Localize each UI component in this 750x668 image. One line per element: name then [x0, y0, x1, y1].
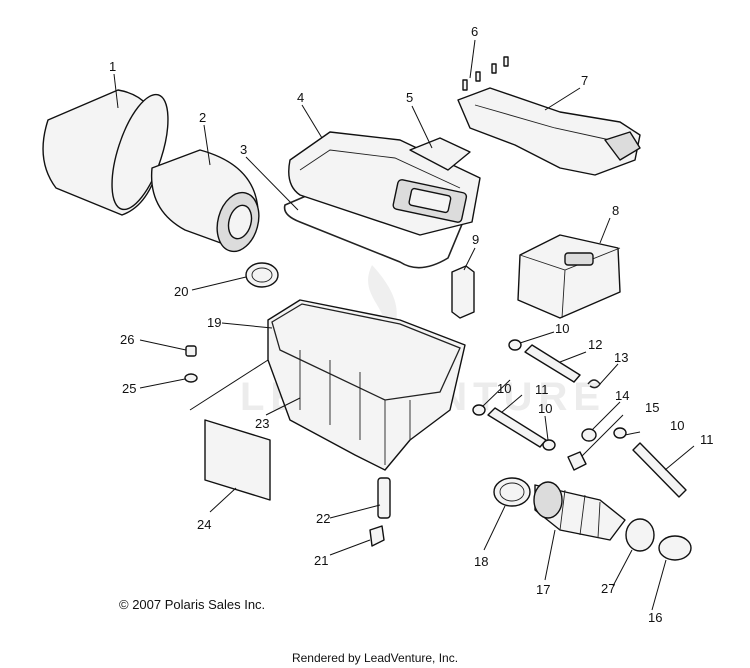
part-6-screws	[462, 56, 509, 91]
callout-22: 22	[316, 511, 330, 526]
part-7-intake-duct	[457, 87, 641, 176]
part-18-coupler-ring	[493, 477, 531, 507]
callout-27: 27	[601, 581, 615, 596]
callout-10-d: 10	[497, 381, 511, 396]
callout-26: 26	[120, 332, 134, 347]
callout-6: 6	[471, 24, 478, 39]
callout-17: 17	[536, 582, 550, 597]
copyright-notice: © 2007 Polaris Sales Inc.	[119, 597, 266, 612]
callout-12: 12	[588, 337, 602, 352]
callout-14: 14	[615, 388, 629, 403]
part-15-check-valve	[567, 451, 587, 471]
part-17-intake-boot	[533, 481, 626, 541]
part-21-drain-fitting	[369, 525, 385, 547]
callout-24: 24	[197, 517, 211, 532]
part-11-tube-right	[632, 442, 687, 498]
callout-3: 3	[240, 142, 247, 157]
callout-9: 9	[472, 232, 479, 247]
callout-10-a: 10	[555, 321, 569, 336]
callout-11-a: 11	[535, 382, 549, 397]
part-14-clip	[581, 428, 597, 442]
part-20-clamp	[245, 262, 279, 288]
part-16-clamp	[658, 535, 692, 561]
callout-labels: 1 2 3 4 5 6 7 8 9 10 10 10 10 11 11 12 1…	[109, 24, 714, 625]
callout-5: 5	[406, 90, 413, 105]
callout-2: 2	[199, 110, 206, 125]
part-9-foam-piece	[451, 265, 475, 319]
callout-7: 7	[581, 73, 588, 88]
callout-13: 13	[614, 350, 628, 365]
callout-25: 25	[122, 381, 136, 396]
rendered-by-credit: Rendered by LeadVenture, Inc.	[291, 651, 459, 665]
part-5-cover-plate	[409, 137, 471, 171]
callout-23: 23	[255, 416, 269, 431]
part-26-bolt	[185, 345, 197, 357]
callout-16: 16	[648, 610, 662, 625]
callout-10-c: 10	[670, 418, 684, 433]
callout-21: 21	[314, 553, 328, 568]
part-25-washer	[184, 373, 198, 383]
callout-1: 1	[109, 59, 116, 74]
callout-10-b: 10	[538, 401, 552, 416]
callout-19: 19	[207, 315, 221, 330]
callout-18: 18	[474, 554, 488, 569]
part-11-tube-left	[487, 407, 547, 448]
part-12-tube	[524, 344, 581, 383]
callout-4: 4	[297, 90, 304, 105]
part-27-ring	[625, 518, 655, 552]
part-23-airbox-base	[267, 299, 466, 471]
part-2-filter-element	[150, 149, 260, 253]
part-10-caps	[472, 339, 627, 451]
callout-11-b: 11	[700, 432, 714, 447]
part-8-foam-block	[517, 234, 621, 319]
callout-8: 8	[612, 203, 619, 218]
callout-20: 20	[174, 284, 188, 299]
part-1-prefilter-sleeve	[42, 89, 169, 216]
part-24-foam-pad	[204, 419, 271, 501]
callout-15: 15	[645, 400, 659, 415]
part-22-drain-tube	[377, 477, 391, 519]
leader-lines	[113, 39, 695, 611]
